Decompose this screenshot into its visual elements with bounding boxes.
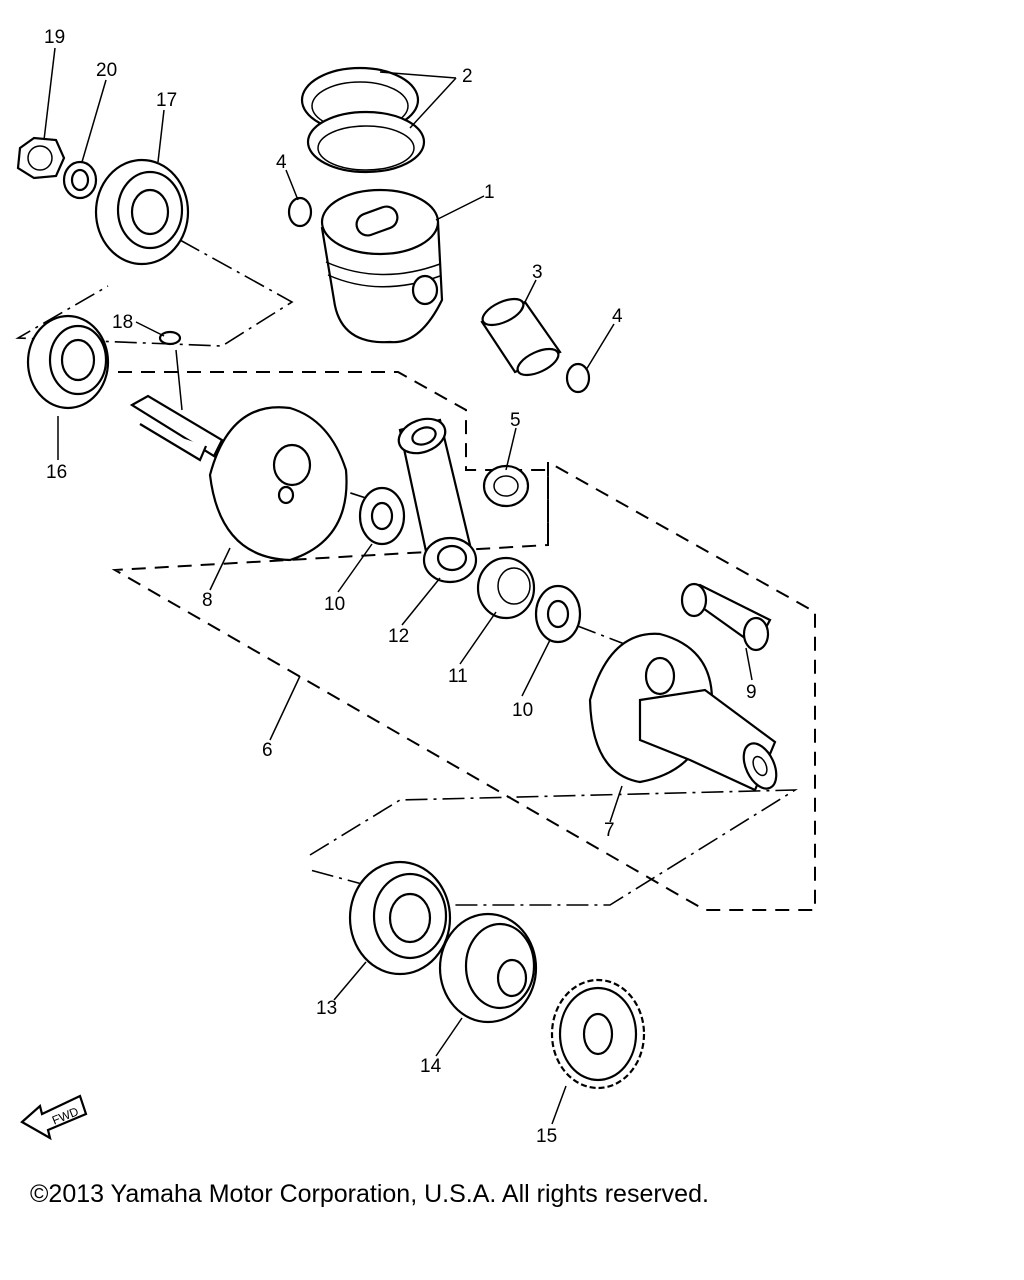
- connecting-rod-part: [397, 417, 478, 584]
- circlip-part: [287, 196, 313, 228]
- lock-washer-part: [62, 160, 98, 200]
- callout-11: 11: [448, 666, 468, 687]
- crank-pin-part: [680, 582, 772, 652]
- callout-16: 16: [46, 462, 67, 483]
- primary-drive-gear-part: [550, 978, 646, 1090]
- crank-wheel-left-part: [129, 394, 348, 562]
- circlip-part: [565, 362, 591, 394]
- callout-8: 8: [202, 590, 213, 611]
- callout-4-top: 4: [276, 152, 287, 173]
- oil-seal-14-part: [438, 912, 538, 1024]
- callout-numbers: 19 20 17 2 4 1 3 4 18 16 5 8 10 12 11 10…: [44, 27, 757, 1147]
- callout-17: 17: [156, 90, 177, 111]
- forward-arrow-icon: FWD: [20, 1094, 88, 1141]
- crankshaft-exploded-diagram: FWD 19 20 17 2 4 1 3 4 18 16: [15, 27, 816, 1147]
- bearing-16-part: [26, 314, 110, 410]
- small-end-bearing-part: [482, 464, 530, 508]
- callout-5: 5: [510, 410, 521, 431]
- callout-2: 2: [462, 66, 473, 87]
- crankshaft-assembly-boundary: [111, 371, 816, 911]
- callout-10-left: 10: [324, 594, 345, 615]
- bearing-13-part: [348, 860, 452, 976]
- piston-ring-part: [300, 66, 426, 174]
- callout-9: 9: [746, 682, 757, 703]
- callout-1: 1: [484, 182, 495, 203]
- callout-12: 12: [388, 626, 409, 647]
- copyright-notice: ©2013 Yamaha Motor Corporation, U.S.A. A…: [30, 1180, 709, 1208]
- callout-6: 6: [262, 740, 273, 761]
- callout-19: 19: [44, 27, 65, 48]
- callout-7: 7: [604, 820, 615, 841]
- piston-part: [320, 188, 444, 344]
- callout-3: 3: [532, 262, 543, 283]
- callout-15: 15: [536, 1126, 557, 1147]
- bearing-guide: [309, 789, 798, 906]
- big-end-bearing-part: [476, 556, 536, 620]
- thrust-washer-part: [358, 486, 406, 546]
- callout-18: 18: [112, 312, 133, 333]
- callout-13: 13: [316, 998, 337, 1019]
- callout-4-lower: 4: [612, 306, 623, 327]
- oil-seal-guide: [15, 239, 294, 347]
- leader-lines: [43, 47, 753, 1125]
- callout-20: 20: [96, 60, 117, 81]
- woodruff-key-part: [158, 330, 182, 346]
- piston-pin-part: [480, 297, 562, 377]
- crank-wheel-right-part: [588, 632, 778, 792]
- callout-14: 14: [420, 1056, 442, 1077]
- callout-10-right: 10: [512, 700, 533, 721]
- oil-seal-part: [94, 158, 190, 266]
- nut-part: [16, 136, 66, 180]
- thrust-washer-part: [534, 584, 582, 644]
